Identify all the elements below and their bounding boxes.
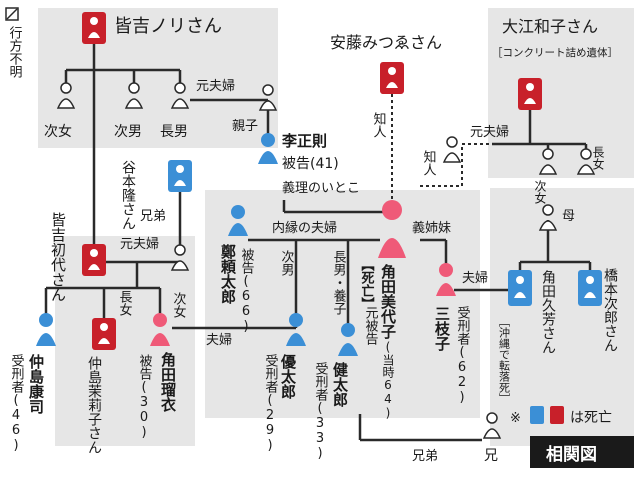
legend-missing-label: 行方不明 [7, 26, 23, 79]
rel-chonan-yoshi: 長男・養子 [331, 250, 347, 315]
name-sumida-rui: 角田瑠衣 [159, 351, 177, 413]
rel-chiji-1: 知人 [371, 111, 387, 138]
role-mieko: 受刑者(62) [455, 306, 471, 405]
legend-deceased-label: は死亡 [570, 410, 612, 426]
role-lee: 被告(41) [282, 156, 339, 172]
legend-blue-swatch [530, 406, 544, 424]
panel-top-left [38, 8, 278, 148]
name-kentaro: 健太郎 [331, 361, 349, 408]
legend-mark: ※ [510, 411, 521, 426]
figure-sumida-rui [150, 313, 170, 346]
name-yutaro: 優太郎 [279, 353, 297, 400]
figure-nakajima-mariko [92, 318, 116, 350]
figure-tei [228, 205, 248, 236]
role-sumida-rui: 被告(30) [137, 354, 153, 440]
rel-ex-couple-3: 元夫婦 [120, 236, 159, 252]
diagram-title: 相関図 [546, 444, 597, 465]
status-sumida-miyoko: 【死亡】 [359, 258, 375, 310]
name-ani: 兄 [484, 448, 498, 464]
name-minakichi-nori: 皆吉ノリさん [114, 16, 222, 37]
rel-kyodai: 兄弟 [140, 209, 166, 224]
role-kentaro: 受刑者(33) [313, 362, 329, 461]
legend-red-swatch [550, 406, 564, 424]
name-nakajima-yasushi: 仲島康司 [27, 353, 45, 415]
name-nakajima-mariko: 仲島茉莉子さん [86, 356, 102, 454]
rel-tei-jinan: 次男 [279, 249, 295, 276]
age-sumida-miyoko: (当時64) [381, 340, 395, 420]
note-oe: ［コンクリート詰め遺体］ [492, 46, 618, 59]
rel-giri-itoko: 義理のいとこ [282, 180, 360, 196]
figure-oe [518, 78, 542, 110]
rel-fufu-2: 夫婦 [206, 332, 232, 348]
rel-oyako: 親子 [232, 119, 258, 134]
panel-center [205, 190, 480, 418]
name-tei: 鄭頼太郎 [219, 243, 237, 305]
rel-naien: 内縁の夫婦 [272, 220, 337, 236]
rel-haha: 母 [562, 209, 575, 224]
rel-chojo: 長女 [117, 290, 133, 316]
role-tei: 被告(66) [239, 248, 255, 334]
name-sumida-miyoko: 角田美代子 [379, 263, 397, 340]
acquaintance-lines [391, 94, 492, 204]
role-nakajima-yasushi: 受刑者(46) [9, 354, 25, 453]
figure-kentaro [338, 323, 358, 356]
note-sumida-hisayoshi: ［沖縄で転落死］ [498, 316, 511, 404]
name-lee: 李正則 [281, 132, 327, 150]
rel-kyodai-2: 兄弟 [412, 449, 438, 464]
rel-ex-couple-1: 元夫婦 [196, 78, 235, 94]
role-yutaro: 受刑者(29) [263, 354, 279, 453]
name-tanimoto: 谷本隆さん [120, 160, 136, 230]
rel-oe-chojo: 長女 [591, 146, 605, 170]
rel-jinan: 次女 [44, 123, 72, 140]
outline-figures [56, 82, 596, 439]
name-ando: 安藤みつゑさん [330, 33, 442, 52]
rel-chonan: 長男 [160, 124, 188, 140]
figure-mieko [436, 263, 456, 296]
name-hashimoto: 橋本次郎さん [602, 268, 618, 352]
figure-minakichi-nori [82, 12, 106, 44]
rel-fufu-1: 夫婦 [462, 270, 488, 286]
figure-hashimoto [578, 270, 602, 306]
role-sumida-miyoko: 元被告 [363, 306, 379, 345]
panel-right [490, 188, 634, 446]
figure-tanimoto [168, 160, 192, 192]
figure-ando [380, 62, 404, 94]
figure-nakajima-yasushi [36, 313, 56, 346]
name-minakichi-hatsuyo: 皆吉初代さん [49, 212, 67, 302]
figure-sumida-hisayoshi [508, 270, 532, 306]
rel-chiji-2: 知人 [421, 149, 437, 176]
rel-jijo: 次女 [171, 291, 187, 318]
rel-ex-couple-2: 元夫婦 [470, 124, 509, 140]
rel-jinan-m: 次男 [114, 124, 142, 140]
name-sumida-hisayoshi: 角田久芳さん [540, 270, 556, 354]
figure-yutaro [286, 313, 306, 346]
figure-lee [258, 133, 278, 164]
title-bar [530, 436, 634, 468]
panel-top-right [488, 8, 634, 178]
rel-oe-jijo: 次女 [533, 180, 547, 204]
name-oe: 大江和子さん [502, 17, 598, 36]
name-mieko: 三枝子 [433, 306, 451, 352]
figure-sumida-miyoko [378, 200, 406, 258]
panel-left [55, 236, 195, 446]
rel-gishimai: 義姉妹 [412, 220, 451, 236]
figure-minakichi-hatsuyo [82, 244, 106, 276]
